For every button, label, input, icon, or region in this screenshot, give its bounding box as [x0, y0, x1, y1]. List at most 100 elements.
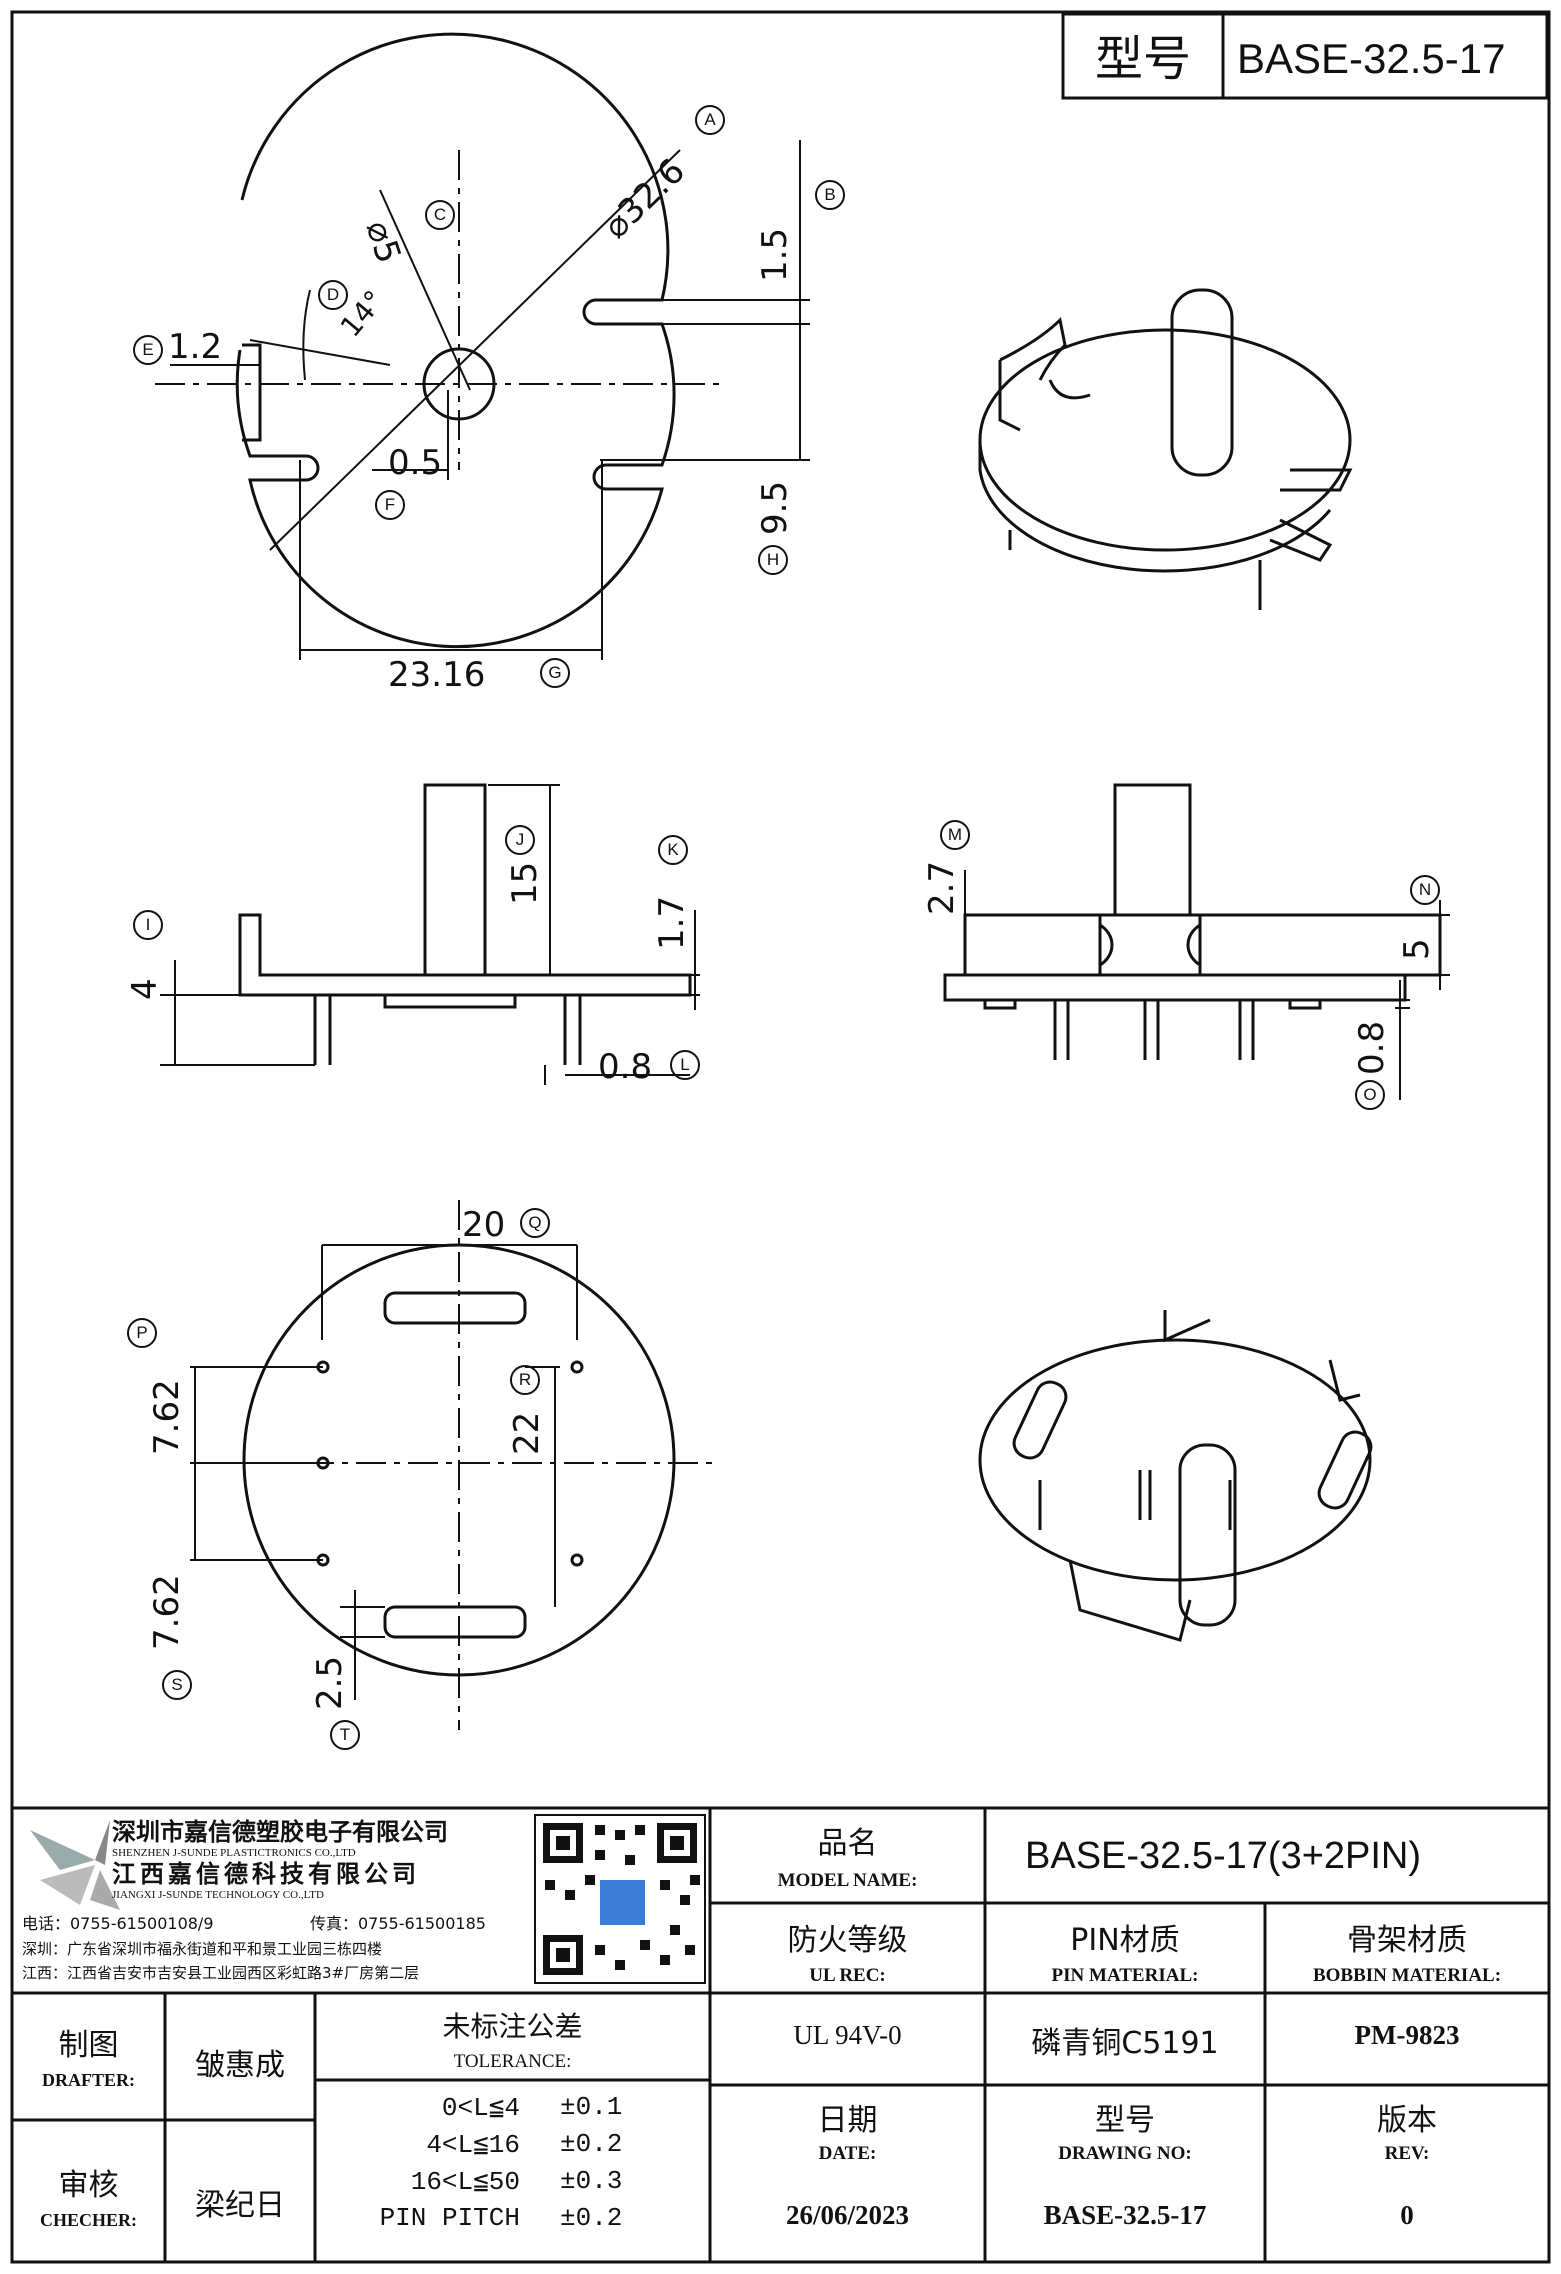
tolerance-range: 16<L≦50 — [410, 2167, 520, 2197]
dim-5: 5 — [1397, 938, 1437, 960]
tolerance-value: ±0.2 — [560, 2203, 623, 2233]
tolerance-range: 4<L≦16 — [426, 2130, 520, 2160]
tolerance-value: ±0.2 — [560, 2129, 623, 2159]
qr-code — [543, 1823, 700, 1975]
rev-cn: 版本 — [1377, 2103, 1437, 2138]
product-name-value: BASE-32.5-17(3+2PIN) — [1025, 1835, 1422, 1877]
callout-q: Q — [520, 1208, 550, 1238]
front-view — [943, 783, 1450, 1100]
bobbin-cn: 骨架材质 — [1347, 1923, 1467, 1958]
dim-0-5: 0.5 — [388, 443, 443, 483]
company-fax: 传真：0755-61500185 — [310, 1914, 486, 1933]
dim-9-5: 9.5 — [755, 480, 795, 535]
callout-k: K — [658, 835, 688, 865]
tolerance-cn: 未标注公差 — [442, 2010, 583, 2043]
dim-1-2: 1.2 — [168, 327, 223, 367]
rev-cell: 版本 REV: — [1265, 2095, 1549, 2165]
callout-r: R — [510, 1365, 540, 1395]
checker-cell: 审核 CHECHER: — [12, 2160, 165, 2231]
drawing-no-cell: 型号 DRAWING NO: — [985, 2095, 1265, 2165]
dim-22: 22 — [507, 1411, 547, 1455]
company-address-jx: 江西：江西省吉安市吉安县工业园西区彩虹路3#厂房第二层 — [22, 1964, 420, 1982]
tolerance-row: 0<L≦4 ±0.1 — [315, 2092, 710, 2129]
company-name-cn-1: 深圳市嘉信德塑胶电子有限公司 — [112, 1818, 448, 1846]
drafter-cn: 制图 — [58, 2028, 119, 2063]
ul-cn: 防火等级 — [787, 1923, 908, 1958]
company-name-en-1: SHENZHEN J-SUNDE PLASTICTRONICS CO.,LTD — [112, 1847, 356, 1859]
pin-cell: PIN材质 PIN MATERIAL: — [985, 1915, 1265, 1987]
pin-en: PIN MATERIAL: — [1051, 1965, 1199, 1986]
callout-t: T — [330, 1720, 360, 1750]
checker-en: CHECHER: — [39, 2210, 137, 2230]
company-logo — [30, 1820, 120, 1910]
iso-view-bottom — [978, 1310, 1373, 1642]
tolerance-table: 0<L≦4 ±0.1 4<L≦16 ±0.2 16<L≦50 ±0.3 PIN … — [315, 2092, 710, 2240]
company-name-cn-2: 江西嘉信德科技有限公司 — [112, 1860, 420, 1888]
bobbin-cell: 骨架材质 BOBBIN MATERIAL: — [1265, 1915, 1549, 1987]
callout-g: G — [540, 658, 570, 688]
dim-0-8-side: 0.8 — [598, 1047, 653, 1087]
header-model-label: 型号 — [1095, 31, 1192, 87]
pin-cn: PIN材质 — [1070, 1923, 1180, 1958]
ul-en: UL REC: — [809, 1965, 886, 1986]
date-value: 26/06/2023 — [785, 2200, 909, 2230]
dim-4: 4 — [125, 978, 165, 1000]
dim-0-8-front: 0.8 — [1352, 1020, 1392, 1075]
dim-15: 15 — [505, 861, 545, 905]
header-model-value: BASE-32.5-17 — [1237, 35, 1506, 82]
dim-2-5: 2.5 — [310, 1655, 350, 1710]
callout-n: N — [1410, 875, 1440, 905]
tolerance-en: TOLERANCE: — [453, 2051, 572, 2072]
dim-23-16: 23.16 — [388, 655, 486, 695]
iso-view-top — [978, 288, 1353, 610]
company-address-sz: 深圳：广东省深圳市福永街道和平和景工业园三栋四楼 — [22, 1940, 383, 1958]
date-cell: 日期 DATE: — [710, 2095, 985, 2165]
drafter-cell: 制图 DRAFTER: — [12, 2020, 165, 2091]
ul-value: UL 94V-0 — [793, 2020, 902, 2050]
date-cn: 日期 — [817, 2103, 878, 2138]
tolerance-range: PIN PITCH — [379, 2203, 520, 2233]
callout-s: S — [162, 1670, 192, 1700]
callout-l: L — [670, 1050, 700, 1080]
callout-o: O — [1355, 1080, 1385, 1110]
drawing-no-value: BASE-32.5-17 — [1043, 2200, 1207, 2230]
tolerance-row: 16<L≦50 ±0.3 — [315, 2166, 710, 2203]
callout-f: F — [375, 490, 405, 520]
drawing-no-en: DRAWING NO: — [1058, 2143, 1192, 2164]
bobbin-value: PM-9823 — [1354, 2020, 1460, 2050]
dim-1-5: 1.5 — [755, 227, 795, 282]
dim-2-7: 2.7 — [922, 860, 962, 915]
drafter-value: 皱惠成 — [195, 2048, 285, 2083]
dim-7-62-bottom: 7.62 — [147, 1574, 187, 1650]
callout-p: P — [127, 1318, 157, 1348]
side-view — [160, 783, 700, 1085]
company-name-en-2: JIANGXI J-SUNDE TECHNOLOGY CO.,LTD — [112, 1889, 324, 1901]
title-block-grid — [12, 1806, 1549, 2262]
dim-20: 20 — [462, 1205, 506, 1245]
checker-value: 梁纪日 — [195, 2188, 285, 2223]
tolerance-header: 未标注公差 TOLERANCE: — [315, 2005, 710, 2073]
callout-d: D — [318, 280, 348, 310]
date-en: DATE: — [818, 2143, 877, 2164]
top-view — [155, 32, 810, 660]
drawing-no-cn: 型号 — [1095, 2103, 1155, 2138]
pin-value: 磷青铜C5191 — [1031, 2026, 1219, 2061]
callout-h: H — [758, 545, 788, 575]
tolerance-row: PIN PITCH ±0.2 — [315, 2203, 710, 2240]
bottom-view — [190, 1200, 720, 1730]
callout-e: E — [133, 335, 163, 365]
rev-en: REV: — [1384, 2143, 1430, 2164]
tolerance-value: ±0.1 — [560, 2092, 623, 2122]
callout-j: J — [505, 825, 535, 855]
company-phone: 电话：0755-61500108/9 — [22, 1914, 214, 1933]
tolerance-row: 4<L≦16 ±0.2 — [315, 2129, 710, 2166]
callout-a: A — [695, 105, 725, 135]
dim-7-62-top: 7.62 — [147, 1379, 187, 1455]
callout-c: C — [425, 200, 455, 230]
rev-value: 0 — [1400, 2200, 1414, 2230]
tolerance-value: ±0.3 — [560, 2166, 623, 2196]
product-name-cell: 品名 MODEL NAME: — [710, 1818, 985, 1892]
callout-b: B — [815, 180, 845, 210]
bobbin-en: BOBBIN MATERIAL: — [1312, 1965, 1502, 1986]
